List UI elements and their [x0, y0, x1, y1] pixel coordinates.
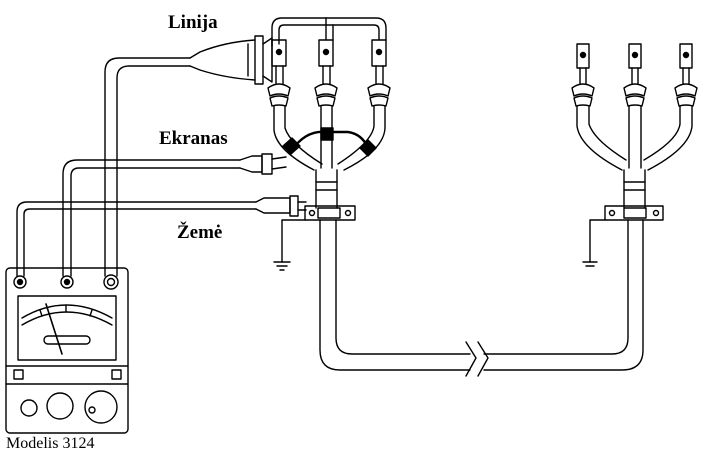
cable-break-symbol — [465, 341, 477, 377]
line-test-lead — [104, 35, 273, 277]
line-label: Linija — [168, 12, 218, 33]
model-label: Modelis 3124 — [6, 435, 95, 452]
screen-terminal — [60, 275, 74, 289]
earth-test-lead — [16, 195, 307, 277]
knob-right — [84, 390, 118, 424]
button-left — [20, 399, 38, 417]
screen-label: Ekranas — [159, 128, 228, 149]
megohmmeter-device — [5, 267, 129, 434]
right-cable-termination — [571, 43, 698, 267]
screen-test-lead — [62, 153, 287, 277]
left-cable-termination — [267, 17, 391, 271]
earth-label: Žemė — [177, 222, 223, 243]
earth-terminal — [13, 275, 27, 289]
cable-run — [319, 219, 644, 377]
line-terminal — [103, 274, 119, 290]
knob-middle — [46, 392, 74, 420]
